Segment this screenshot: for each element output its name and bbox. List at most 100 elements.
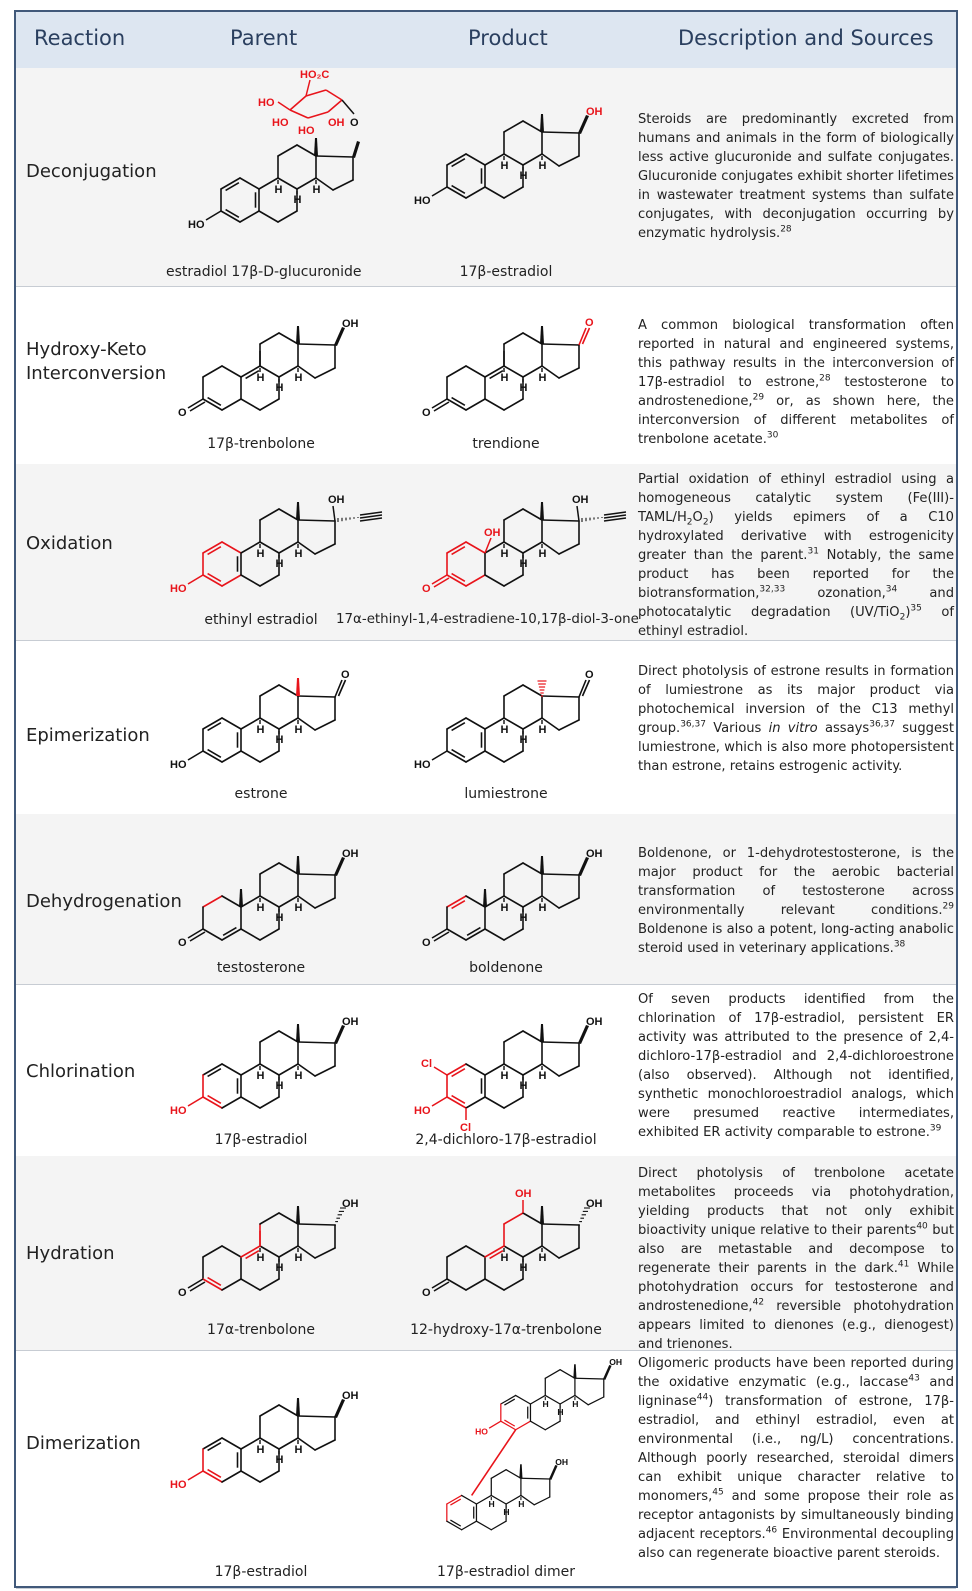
reaction-name-line: Hydroxy-Keto xyxy=(26,339,147,360)
hydroxyl-label: HO xyxy=(414,1105,431,1117)
reference-marker: 32,33 xyxy=(759,584,786,595)
hydrogen-label: H xyxy=(257,1444,265,1456)
hydrogen-label: H xyxy=(257,724,265,736)
hydrogen-label: H xyxy=(257,548,265,560)
table-frame: Reaction Parent Product Description and … xyxy=(14,10,958,1589)
hydrogen-label: H xyxy=(557,1407,563,1417)
description-segment: Partial oxidation of ethinyl estradiol u… xyxy=(638,472,954,525)
description-segment: Of seven products identified from the ch… xyxy=(638,992,954,1140)
hydrogen-label: H xyxy=(501,1070,509,1082)
reaction-name-line: Interconversion xyxy=(26,363,167,384)
hydrogen-label: H xyxy=(539,372,547,384)
hydrogen-label: H xyxy=(489,1499,495,1509)
hydrogen-label: H xyxy=(276,912,284,924)
description-segment: assays xyxy=(817,721,870,736)
hydrogen-label: H xyxy=(295,1444,303,1456)
description-text: Partial oxidation of ethinyl estradiol u… xyxy=(638,470,954,641)
description-segment: reversible photohydration appears limite… xyxy=(638,1299,954,1352)
table-header: Reaction Parent Product Description and … xyxy=(16,12,956,70)
hydroxyl-label: HO xyxy=(298,125,315,137)
description-segment: and photocatalytic degradation (UV/TiO xyxy=(638,586,954,620)
hydrogen-label: H xyxy=(276,558,284,570)
hydrogen-label: H xyxy=(276,1262,284,1274)
hydrogen-label: H xyxy=(520,912,528,924)
hydroxyl-label: OH xyxy=(572,494,589,506)
parent-name: testosterone xyxy=(216,960,306,976)
hydrogen-label: H xyxy=(257,902,265,914)
hydrogen-label: H xyxy=(295,724,303,736)
reference-marker: 43 xyxy=(908,1373,920,1384)
reaction-name: Epimerization xyxy=(26,725,150,746)
reaction-name: Chlorination xyxy=(26,1061,136,1082)
reference-marker: in vitro xyxy=(768,721,818,736)
hydroxyl-label: OH xyxy=(515,1188,532,1200)
hydroxyl-label: HO xyxy=(170,583,187,595)
hydrogen-label: H xyxy=(539,724,547,736)
parent-name: 17β-estradiol xyxy=(214,1132,308,1148)
reference-marker: 42 xyxy=(752,1297,765,1308)
hydrogen-label: H xyxy=(294,194,302,206)
hydrogen-label: H xyxy=(520,1080,528,1092)
product-name: 17β-estradiol dimer xyxy=(437,1564,575,1580)
hydrogen-label: H xyxy=(572,1399,578,1409)
description-segment: and some propose their role as receptor … xyxy=(638,1489,954,1542)
oxygen-label: O xyxy=(422,1287,431,1299)
description-segment: or, as shown here, the interconversion o… xyxy=(638,394,954,447)
hydrogen-label: H xyxy=(276,734,284,746)
hydroxyl-label: OH xyxy=(484,527,501,539)
hydroxyl-label: OH xyxy=(586,1198,603,1210)
hydroxyl-label: OH xyxy=(342,1390,359,1402)
chlorine-label: Cl xyxy=(460,1122,471,1134)
header-reaction: Reaction xyxy=(34,26,126,50)
reference-marker: 30 xyxy=(766,430,779,441)
reference-marker: 36,37 xyxy=(869,719,895,730)
description-segment: ) xyxy=(905,605,911,620)
product-name: trendione xyxy=(472,436,540,452)
hydrogen-label: H xyxy=(501,372,509,384)
description-text: Boldenone, or 1-dehydrotestosterone, is … xyxy=(638,844,954,958)
hydrogen-label: H xyxy=(518,1499,524,1509)
hydroxyl-label: OH xyxy=(586,848,603,860)
reference-marker: 28 xyxy=(780,224,792,235)
hydroxyl-label: OH xyxy=(328,117,345,129)
hydrogen-label: H xyxy=(539,1070,547,1082)
reference-marker: 46 xyxy=(765,1525,778,1536)
hydrogen-label: H xyxy=(539,1252,547,1264)
product-name: 17β-estradiol xyxy=(459,264,553,280)
reaction-name: Oxidation xyxy=(26,533,113,554)
description-segment: Direct photolysis of estrone results in … xyxy=(638,664,954,736)
header-product: Product xyxy=(468,26,548,50)
hydrogen-label: H xyxy=(520,382,528,394)
hydrogen-label: H xyxy=(276,382,284,394)
reaction-name: Dehydrogenation xyxy=(26,891,182,912)
oxygen-label: O xyxy=(178,407,187,419)
description-segment: Notably, the same product has been repor… xyxy=(638,548,954,601)
description-segment: Boldenone is also a potent, long-acting … xyxy=(638,922,954,956)
hydrogen-label: H xyxy=(276,1454,284,1466)
description-segment: Environmental decoupling also can regene… xyxy=(638,1527,955,1561)
description-segment: ) yields epimers of a C10 hydroxylated d… xyxy=(638,510,954,563)
hydroxyl-label: HO xyxy=(170,1479,187,1491)
hydroxyl-label: OH xyxy=(586,106,603,118)
product-name: lumiestrone xyxy=(464,786,548,802)
hydroxyl-label: OH xyxy=(342,1198,359,1210)
description-text: Oligomeric products have been reported d… xyxy=(638,1354,954,1563)
hydroxyl-label: OH xyxy=(555,1457,568,1467)
description-segment: Steroids are predominantly excreted from… xyxy=(638,112,954,241)
